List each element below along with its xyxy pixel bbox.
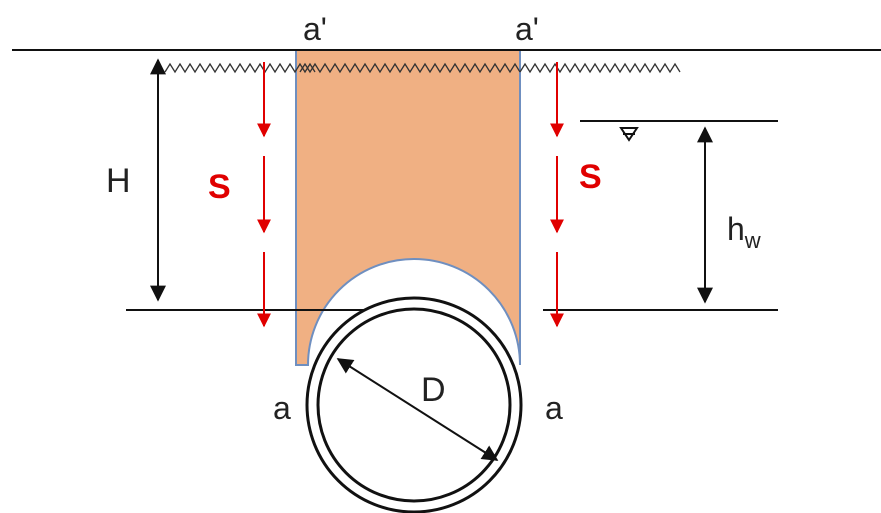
label-bottom-right: a [545, 390, 563, 426]
label-top-right: a' [515, 11, 539, 47]
label-height: H [106, 162, 131, 200]
label-settlement-right: S [579, 158, 602, 196]
label-settlement-left: S [208, 168, 231, 206]
soil-hatch [164, 62, 681, 74]
label-water-depth: hw [727, 211, 761, 253]
water-table-symbol [619, 127, 639, 142]
label-top-left: a' [303, 11, 327, 47]
backfill-prism [295, 49, 521, 366]
diameter-dimension-arrow [336, 358, 499, 461]
label-bottom-left: a [273, 390, 291, 426]
label-diameter: D [421, 371, 446, 409]
pipe-cross-section [305, 296, 523, 513]
